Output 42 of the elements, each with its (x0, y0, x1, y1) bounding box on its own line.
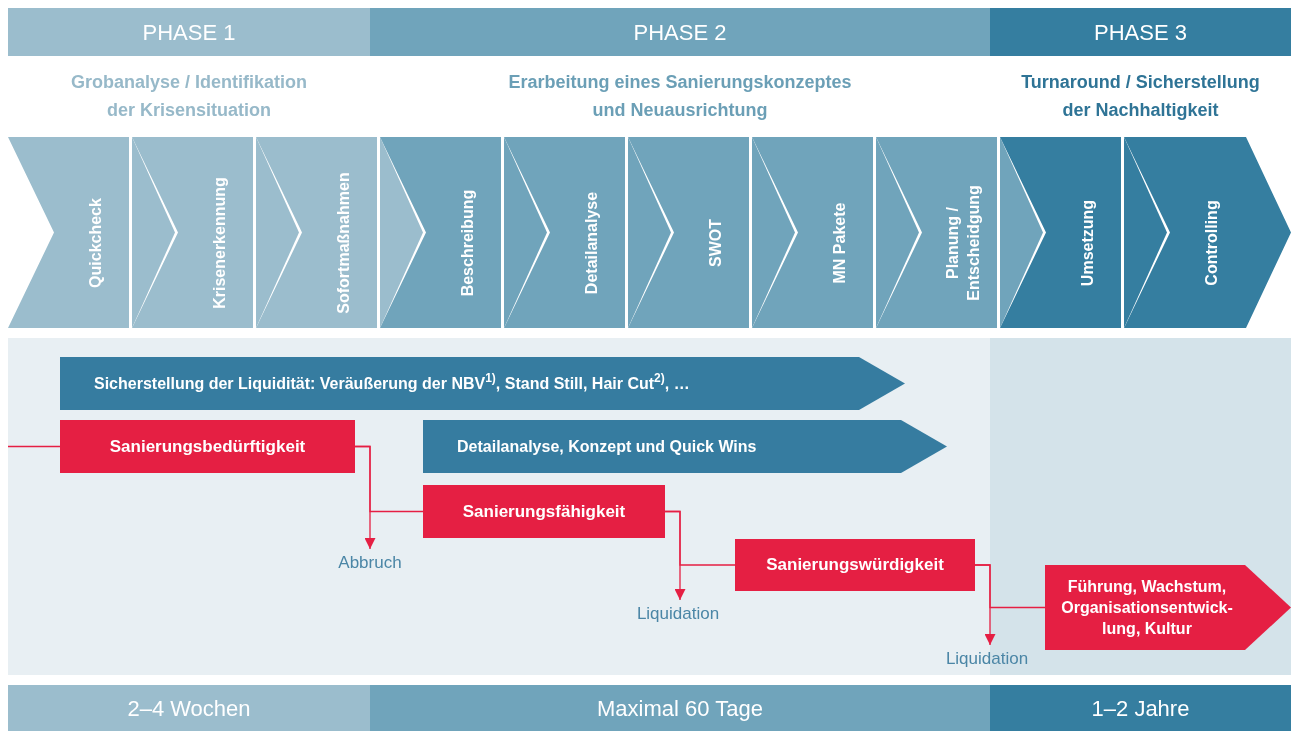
outcome-label: Abbruch (320, 550, 420, 574)
chevron-step (1124, 137, 1291, 328)
arrow-banner: Führung, Wachstum, Organisationsentwick-lung, Kultur (1045, 565, 1291, 650)
connector-line (974, 564, 1046, 609)
outcome-label: Liquidation (618, 601, 738, 625)
connector-line (7, 445, 61, 448)
chevron-step (504, 137, 628, 328)
step-label: MN Pakete (829, 201, 849, 285)
criterion-box: Sanierungswürdigkeit (735, 539, 975, 591)
criterion-box: Sanierungsfähigkeit (423, 485, 665, 538)
step-label: Detailanalyse (581, 190, 601, 296)
chevron-step (1000, 137, 1124, 328)
step-label: Umsetzung (1077, 198, 1097, 288)
phase-bar: 1–2 Jahre (990, 685, 1291, 731)
phase-bar: PHASE 2 (370, 8, 990, 56)
chevron-step (8, 137, 132, 328)
phase-bar: 2–4 Wochen (8, 685, 370, 731)
connector-line (664, 510, 736, 566)
criterion-box: Sanierungsbedürftigkeit (60, 420, 355, 473)
chevron-step (132, 137, 256, 328)
chevron-step (628, 137, 752, 328)
phase-bar: PHASE 3 (990, 8, 1291, 56)
step-label: Planung / Entscheidgung (943, 183, 983, 303)
arrow-banner: Detailanalyse, Konzept und Quick Wins (423, 420, 947, 473)
chevron-step (752, 137, 876, 328)
connector-line (354, 445, 424, 513)
step-label: Sofortmaßnahmen (333, 170, 353, 316)
chevron-step (876, 137, 1000, 328)
chevron-step (256, 137, 380, 328)
step-label: Beschreibung (457, 188, 477, 298)
step-label: SWOT (705, 217, 725, 269)
step-label: Controlling (1201, 198, 1221, 288)
phase-bar: Maximal 60 Tage (370, 685, 990, 731)
chevron-step (380, 137, 504, 328)
step-label: Krisenerkennung (209, 175, 229, 311)
outcome-label: Liquidation (927, 646, 1047, 670)
step-label: Quickcheck (85, 196, 105, 290)
arrow-banner: Sicherstellung der Liquidität: Veräußerung der NBV$^{1)}$, Stand Still, Hair Cut$^{2)}$, … (60, 357, 905, 410)
phase-subtitle: Grobanalyse / Identifikation der Krisensituation (69, 71, 309, 122)
phase-bar: PHASE 1 (8, 8, 370, 56)
phase-subtitle: Turnaround / Sicherstellung der Nachhaltigkeit (1020, 71, 1261, 122)
phase-subtitle: Erarbeitung eines Sanierungskonzeptes und Neuausrichtung (507, 71, 853, 122)
